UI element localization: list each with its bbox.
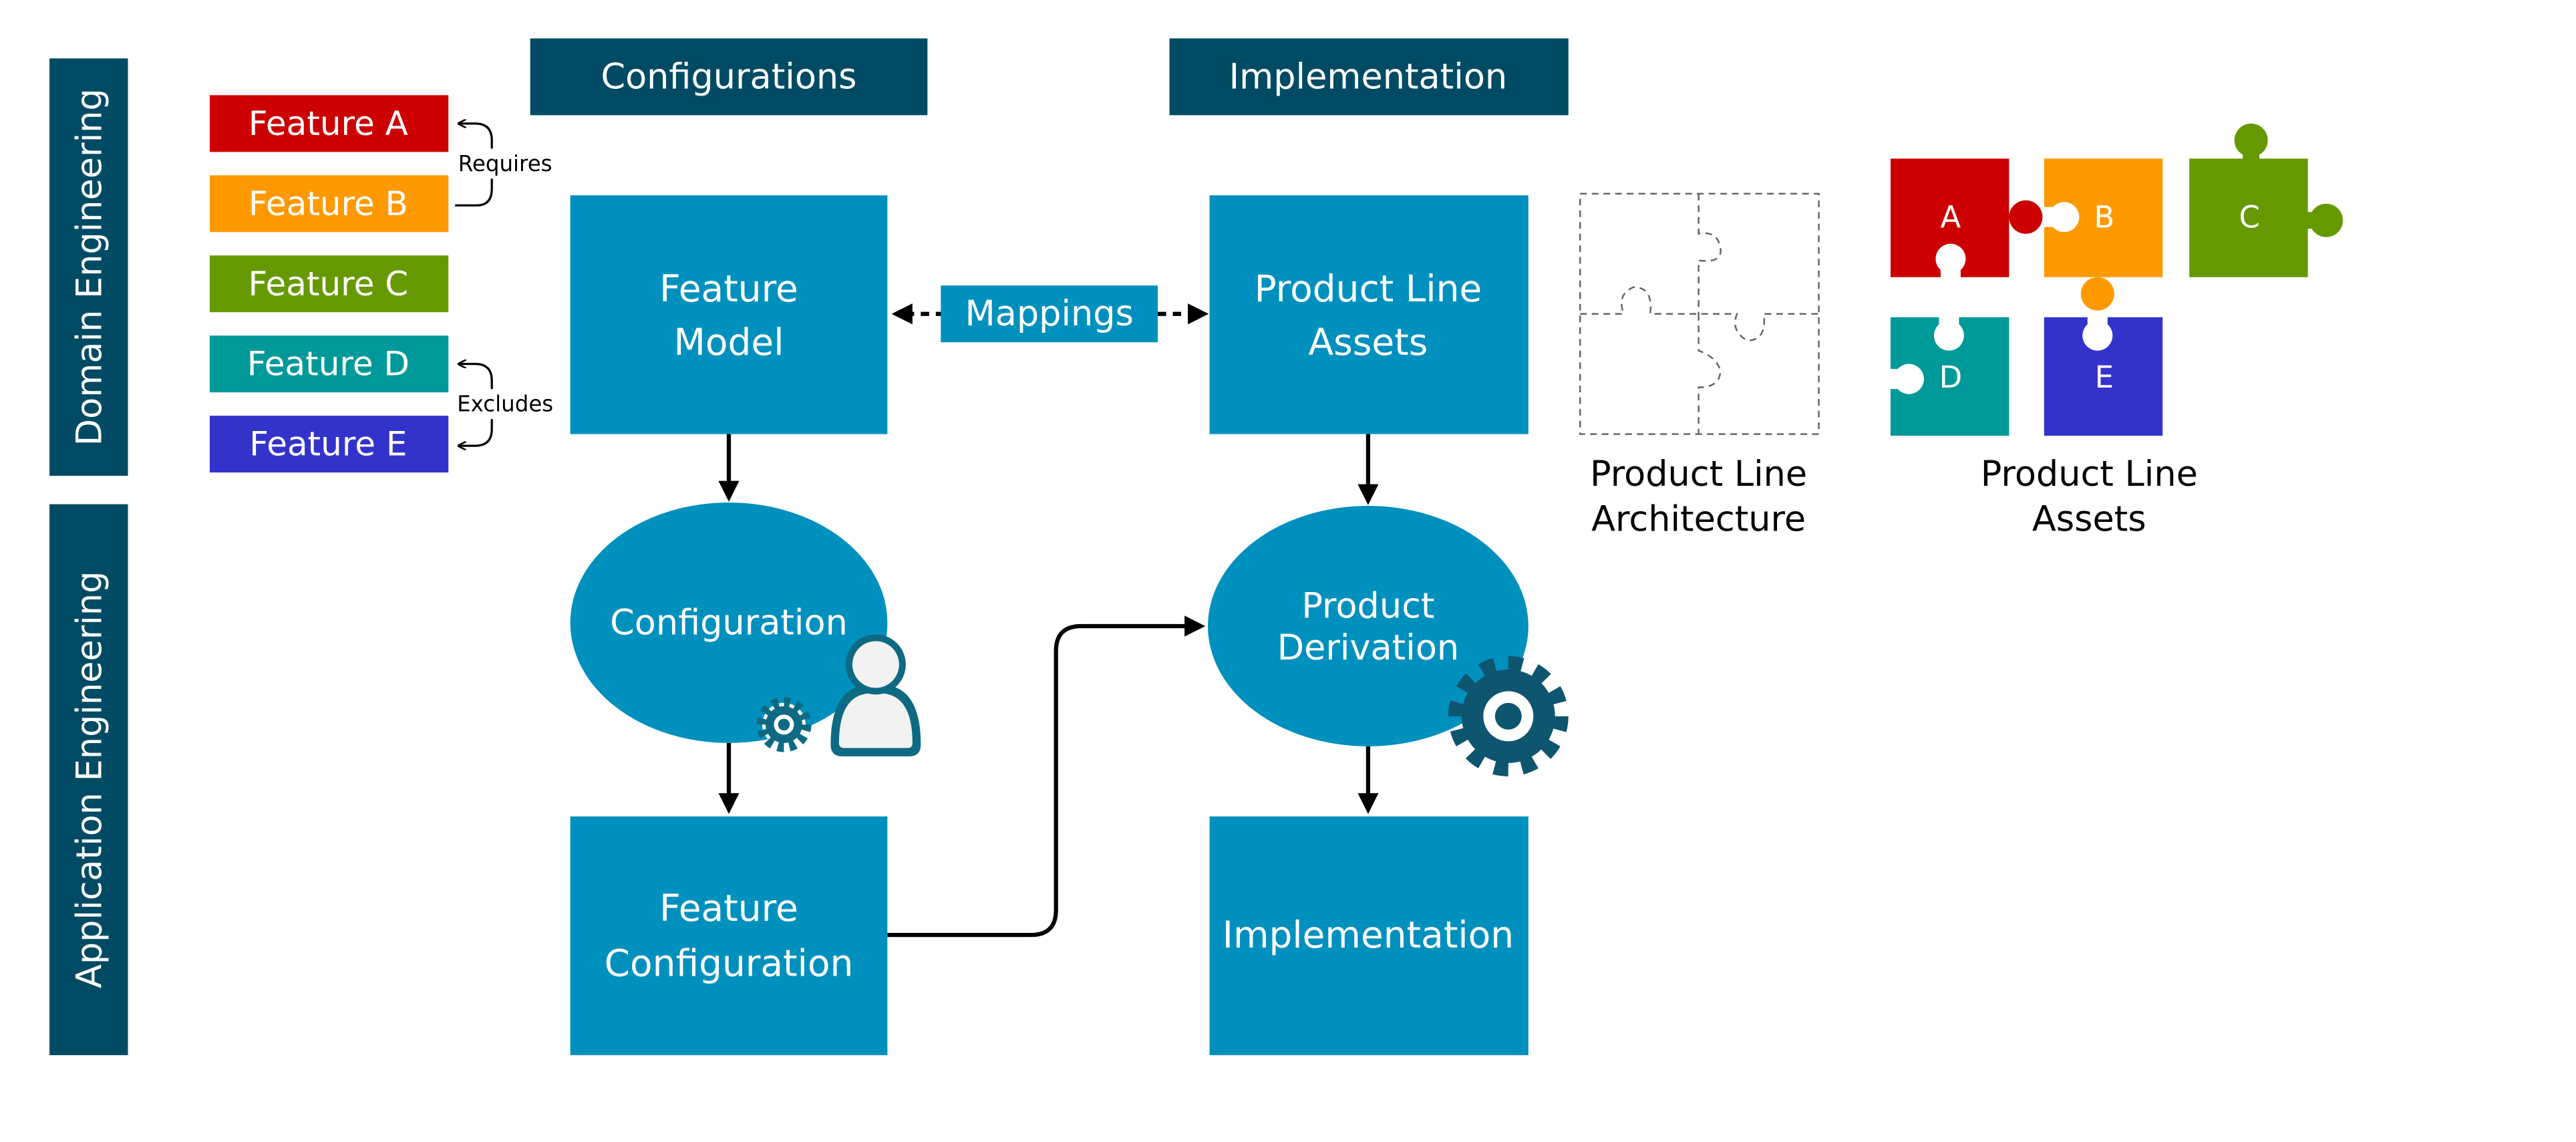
asset-piece-b-socket-neck	[2042, 206, 2054, 227]
feature-a-label: Feature A	[249, 104, 408, 143]
asset-piece-c: C	[2189, 123, 2344, 277]
configuration-bg	[570, 503, 888, 743]
asset-piece-b-a-knob-overlap	[2009, 200, 2043, 234]
asset-piece-d-letter: D	[1939, 360, 1963, 395]
mappings-node: Mappings	[891, 285, 1209, 343]
configuration-label: Configuration	[610, 602, 848, 643]
implementation-node: Implementation	[1209, 816, 1528, 1056]
user-icon	[830, 634, 921, 756]
architecture-caption-line2: Architecture	[1591, 499, 1806, 540]
product-derivation-line2: Derivation	[1277, 627, 1459, 668]
asset-piece-c-bg	[2189, 158, 2308, 277]
excludes-label-bg	[452, 389, 559, 420]
feature-e: Feature E	[209, 416, 449, 473]
feature-d-label: Feature D	[247, 345, 410, 384]
domain-sidebar-label: Domain Engineering	[69, 88, 110, 446]
asset-piece-b-knob	[2080, 277, 2114, 311]
architecture-vertical-cut	[1698, 193, 1722, 434]
asset-piece-a-socket	[1935, 243, 1966, 274]
application-sidebar-bg	[49, 504, 128, 1056]
configurations-header-bg	[530, 38, 928, 116]
domain-sidebar-bg	[49, 58, 128, 476]
mappings-bg	[941, 285, 1158, 343]
product-derivation-line1: Product	[1301, 585, 1434, 626]
asset-piece-d-socket-left-neck	[1889, 369, 1901, 390]
product-line-assets-line2: Assets	[1309, 321, 1428, 364]
asset-piece-c-knob-top-neck	[2243, 146, 2260, 160]
asset-piece-e-letter: E	[2095, 360, 2114, 395]
architecture-caption-line1: Product Line	[1590, 454, 1807, 494]
feature-model-line2: Model	[673, 321, 784, 364]
product-line-assets-line1: Product Line	[1255, 267, 1482, 310]
asset-piece-c-knob-right-neck	[2306, 212, 2320, 229]
feature-c: Feature C	[209, 255, 449, 313]
product-derivation-bg	[1208, 506, 1528, 746]
feature-configuration-bg	[570, 816, 888, 1056]
requires-label-bg	[452, 148, 559, 179]
feature-e-label: Feature E	[249, 425, 407, 464]
configurations-header: Configurations	[530, 38, 928, 116]
application-sidebar-label: Application Engineering	[69, 571, 110, 988]
feature-b-bg	[209, 175, 449, 233]
asset-piece-e-socket	[2082, 320, 2113, 351]
feature-d-bg	[209, 335, 449, 393]
assets-caption-line2: Assets	[2032, 499, 2146, 540]
gear-large-teeth	[1448, 656, 1569, 776]
arrow-feature-configuration-to-derivation	[887, 615, 1206, 938]
asset-piece-d-socket-top-neck	[1939, 315, 1959, 327]
asset-piece-c-letter: C	[2239, 199, 2259, 235]
configurations-header-label: Configurations	[601, 56, 856, 97]
feature-d: Feature D	[209, 335, 449, 393]
asset-piece-b-letter: B	[2094, 199, 2114, 235]
feature-model-line1: Feature	[659, 267, 798, 310]
implementation-bg	[1209, 816, 1528, 1056]
user-icon-head	[852, 641, 899, 688]
asset-piece-a-letter: A	[1941, 199, 1961, 235]
feature-configuration-line1: Feature	[659, 887, 798, 930]
asset-piece-d-socket-left	[1893, 364, 1924, 394]
domain-engineering-sidebar: Domain Engineering	[49, 58, 128, 476]
feature-b: Feature B	[209, 175, 449, 233]
feature-model-node: Feature Model	[570, 195, 888, 434]
requires-label: Requires	[458, 151, 552, 176]
feature-list: Feature A Feature B Feature C Feature D …	[209, 95, 559, 473]
implementation-header-label: Implementation	[1229, 56, 1508, 97]
feature-e-bg	[209, 416, 449, 473]
asset-piece-d: D	[1889, 315, 2009, 436]
mappings-label: Mappings	[965, 293, 1133, 334]
asset-piece-b: B	[2009, 158, 2163, 311]
asset-piece-a-socket-neck	[1940, 267, 1961, 279]
application-engineering-sidebar: Application Engineering	[49, 504, 128, 1056]
feature-c-label: Feature C	[249, 265, 409, 303]
gear-small-hole	[778, 718, 790, 731]
implementation-header: Implementation	[1169, 38, 1569, 116]
feature-a: Feature A	[209, 95, 449, 152]
product-derivation-node: Product Derivation	[1208, 506, 1528, 746]
feature-model-bg	[570, 195, 888, 434]
feature-b-label: Feature B	[249, 184, 408, 223]
feature-configuration-line2: Configuration	[605, 942, 854, 985]
product-line-architecture: Product Line Architecture	[1579, 192, 1820, 540]
feature-a-bg	[209, 95, 449, 152]
gear-icon-large	[1448, 656, 1569, 776]
asset-piece-b-socket	[2049, 202, 2080, 233]
asset-piece-a: A	[1890, 158, 2043, 279]
user-icon-body	[838, 692, 913, 748]
product-line-assets-node: Product Line Assets	[1209, 195, 1528, 434]
excludes-label: Excludes	[457, 392, 553, 417]
feature-configuration-node: Feature Configuration	[570, 816, 888, 1056]
feature-c-bg	[209, 255, 449, 313]
assets-caption-line1: Product Line	[1981, 454, 2198, 494]
product-line-assets-bg	[1209, 195, 1528, 434]
gear-icon-small	[756, 697, 812, 752]
asset-pieces: A B C D E	[1889, 123, 2344, 540]
gear-large-hole	[1494, 702, 1522, 730]
asset-piece-d-socket-top	[1933, 320, 1964, 351]
asset-piece-e: E	[2044, 315, 2163, 436]
asset-piece-e-socket-neck	[2087, 315, 2108, 327]
implementation-header-bg	[1169, 38, 1569, 116]
configuration-node: Configuration	[570, 503, 888, 743]
implementation-label: Implementation	[1223, 913, 1514, 956]
